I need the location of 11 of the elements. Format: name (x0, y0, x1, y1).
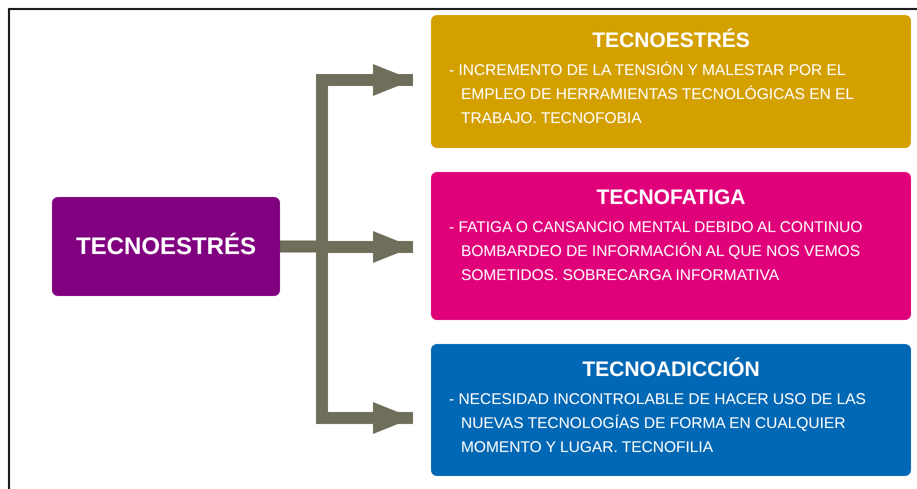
box-title: TECNOFATIGA (596, 186, 746, 210)
box-description: - INCREMENTO DE LA TENSIÓN Y MALESTAR POR EL EMPLEO DE HERRAMIENTAS TECNOLÓGICAS EN EL TRABAJO. TECNOFOBIA (449, 60, 854, 129)
category-box (431, 15, 911, 148)
box-title: TECNOESTRÉS (74, 232, 258, 260)
category-box (431, 344, 911, 476)
box-description: - FATIGA O CANSANCIO MENTAL DEBIDO AL CONTINUO BOMBARDEO DE INFORMACIÓN AL QUE NOS VEMOS SOMETIDOS. SOBRECARGA INFORMATIVA (449, 218, 864, 286)
topic-box (52, 197, 280, 296)
category-box (431, 172, 911, 320)
box-description: - NECESIDAD INCONTROLABLE DE HACER USO DE LAS NUEVAS TECNOLOGÍAS DE FORMA EN CUALQUIER MOMENTO Y LUGAR. TECNOFILIA (449, 390, 867, 458)
box-title: TECNOADICCIÓN (581, 358, 761, 382)
box-title: TECNOESTRÉS (591, 29, 751, 53)
